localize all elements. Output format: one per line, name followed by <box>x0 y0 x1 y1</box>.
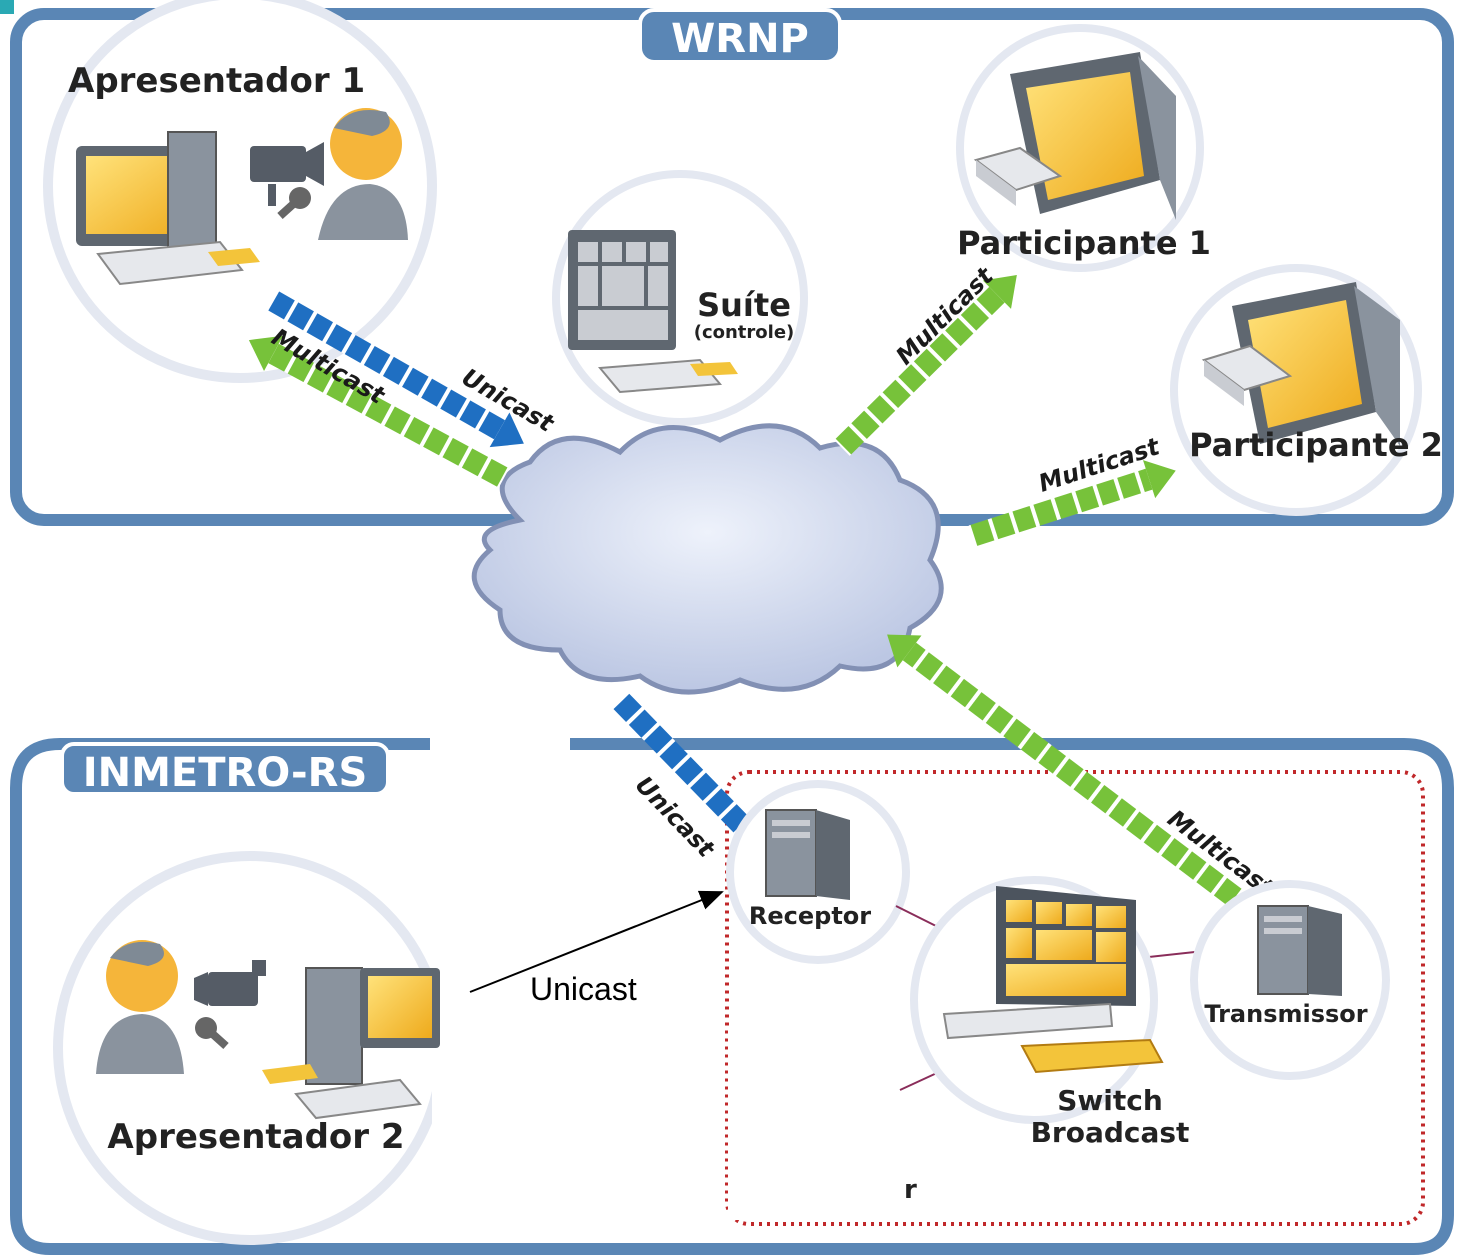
suite-sublabel: (controle) <box>694 322 795 343</box>
cloud-icon <box>471 423 944 695</box>
inmetro-title: INMETRO-RS <box>83 750 368 796</box>
video-wall-icon <box>942 886 1164 1074</box>
inmetro-region: INMETRO-RS <box>10 738 1454 1255</box>
switch-node: Switch Broadcast <box>910 876 1190 1149</box>
transmitter-label: Transmissor <box>1204 1000 1367 1028</box>
blank-patch <box>728 1176 928 1220</box>
switch-label-line2: Broadcast <box>1031 1116 1190 1149</box>
server-icon <box>1257 905 1342 996</box>
participant1-label: Participante 1 <box>957 224 1211 262</box>
camera-icon <box>194 960 266 1006</box>
suite-label: Suíte <box>697 286 791 324</box>
person-icon <box>96 940 229 1074</box>
wrnp-title: WRNP <box>671 16 809 62</box>
presenter2-node: Apresentador 2 <box>53 851 472 1245</box>
flow-multicast-p1: Multicast <box>834 261 1017 456</box>
flow-multicast-p2: Multicast <box>968 432 1176 547</box>
transmitter-node: Transmissor <box>1190 880 1390 1080</box>
person-icon <box>277 108 408 240</box>
server-icon <box>765 809 850 900</box>
broadcast-box <box>725 770 1425 1226</box>
participant1-node: Participante 1 <box>956 24 1211 272</box>
presenter2-label: Apresentador 2 <box>107 1117 404 1157</box>
presenter1-label: Apresentador 1 <box>68 61 365 101</box>
camera-icon <box>250 142 324 206</box>
video-wall-icon <box>568 230 738 394</box>
corner-mark <box>0 0 14 14</box>
participant2-node: Participante 2 <box>1170 264 1443 516</box>
blank-patch <box>728 1026 888 1176</box>
receiver-label: Receptor <box>749 902 871 930</box>
participant2-label: Participante 2 <box>1189 426 1443 464</box>
receiver-node: Receptor <box>726 780 910 964</box>
computer-icon <box>76 131 260 286</box>
monitor-icon <box>973 52 1176 220</box>
monitor-icon <box>1201 282 1400 446</box>
suite-node: Suíte (controle) <box>552 170 808 426</box>
presenter1-node: Apresentador 1 <box>43 0 437 383</box>
computer-icon <box>262 967 440 1120</box>
flow-unicast-presenter2: Unicast <box>469 890 724 1007</box>
unicast-plain-label: Unicast <box>530 971 637 1007</box>
partial-label: r <box>904 1175 917 1205</box>
switch-label-line1: Switch <box>1057 1084 1163 1117</box>
